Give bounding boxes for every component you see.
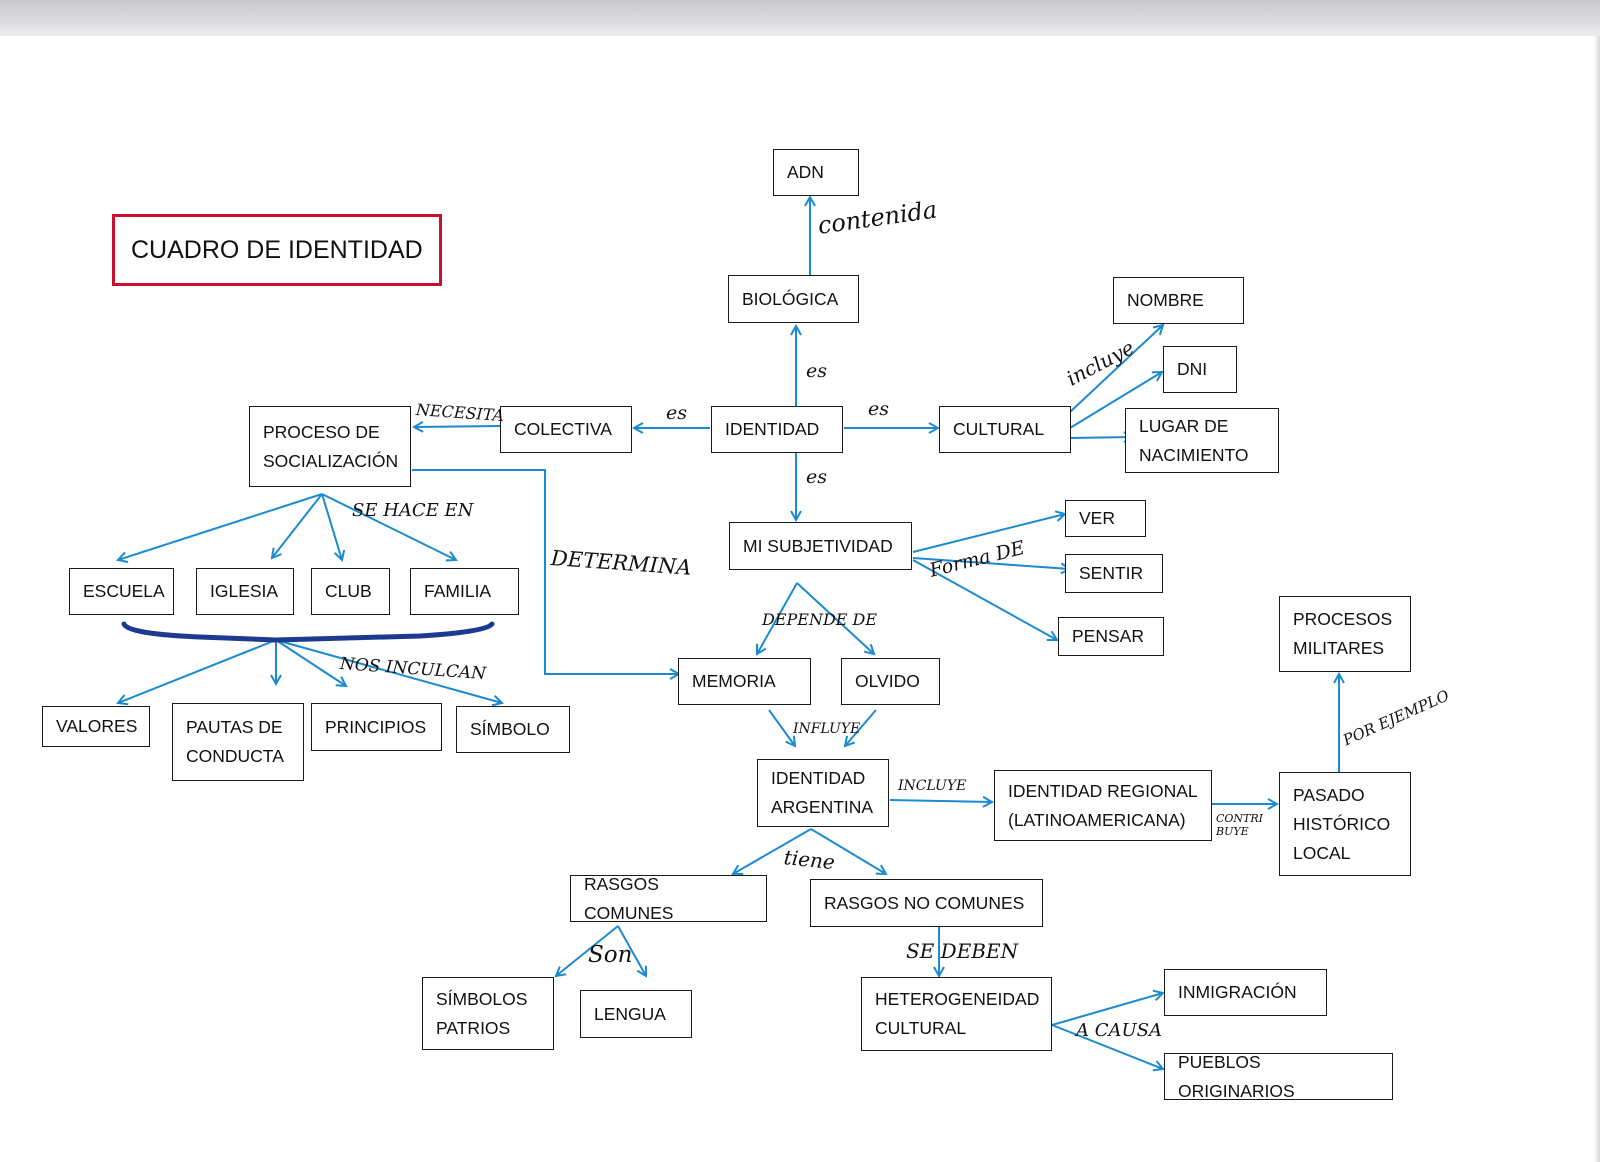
label-es-right: es — [868, 398, 889, 420]
arrow-colectiva-proceso — [414, 426, 501, 427]
label-es-up: es — [806, 360, 827, 382]
node-lengua: LENGUA — [580, 990, 692, 1038]
node-identidad: IDENTIDAD — [711, 406, 843, 453]
arrow-argentina-comunes — [733, 828, 812, 874]
node-pasado-historico-local: PASADO HISTÓRICO LOCAL — [1279, 772, 1411, 876]
node-rasgos-no-comunes: RASGOS NO COMUNES — [810, 879, 1043, 927]
node-inmigracion: INMIGRACIÓN — [1164, 969, 1327, 1016]
scan-right-edge — [1594, 36, 1600, 1162]
arrow-proceso-escuela — [118, 493, 323, 560]
arrow-proceso-club — [321, 493, 342, 560]
node-pautas-conducta: PAUTAS DE CONDUCTA — [172, 703, 304, 781]
label-depende-de: DEPENDE DE — [762, 610, 878, 629]
node-sentir: SENTIR — [1065, 554, 1163, 593]
node-memoria: MEMORIA — [678, 658, 811, 705]
node-mi-subjetividad: MI SUBJETIVIDAD — [729, 522, 912, 570]
label-a-causa: A CAUSA — [1076, 1020, 1162, 1041]
arrow-comunes-lengua — [617, 925, 646, 976]
node-olvido: OLVIDO — [841, 658, 940, 705]
node-dni: DNI — [1163, 346, 1237, 393]
node-biologica: BIOLÓGICA — [728, 275, 859, 323]
node-procesos-militares: PROCESOS MILITARES — [1279, 596, 1411, 672]
arrow-inculcan-principios — [275, 639, 346, 686]
label-es-left: es — [666, 402, 687, 424]
label-es-down: es — [806, 466, 827, 488]
node-iglesia: IGLESIA — [196, 568, 294, 615]
label-son: Son — [588, 942, 633, 968]
node-heterogeneidad-cultural: HETEROGENEIDAD CULTURAL — [861, 977, 1052, 1051]
arrow-subjetividad-pensar — [912, 559, 1057, 640]
node-identidad-argentina: IDENTIDAD ARGENTINA — [757, 759, 889, 827]
diagram-title: CUADRO DE IDENTIDAD — [112, 214, 442, 286]
arrow-proceso-memoria — [412, 469, 679, 674]
node-principios: PRINCIPIOS — [311, 703, 442, 751]
arrow-cultural-lugar — [1069, 437, 1133, 438]
node-pensar: PENSAR — [1058, 617, 1164, 656]
arrow-subjetividad-sentir — [912, 557, 1070, 569]
arrow-argentina-regional — [889, 800, 992, 802]
arrow-cultural-dni — [1069, 372, 1162, 429]
label-incluye-2: INCLUYE — [898, 778, 967, 794]
node-rasgos-comunes: RASGOS COMUNES — [570, 874, 767, 923]
node-colectiva: COLECTIVA — [500, 406, 632, 453]
arrow-proceso-iglesia — [272, 493, 323, 558]
scan-top-shadow — [0, 0, 1600, 36]
label-contribuye: CONTRI BUYE — [1216, 812, 1264, 838]
arrow-subjetividad-olvido — [796, 582, 874, 654]
arrow-comunes-simbolos — [556, 925, 619, 976]
arrow-inculcan-simbolo — [275, 639, 502, 703]
node-pueblos-originarios: PUEBLOS ORIGINARIOS — [1164, 1052, 1393, 1101]
node-valores: VALORES — [42, 706, 150, 747]
label-influye: INFLUYE — [793, 721, 861, 737]
node-nombre: NOMBRE — [1113, 277, 1244, 324]
arrow-inculcan-valores — [118, 639, 277, 703]
node-cultural: CULTURAL — [939, 406, 1071, 453]
arrow-memoria-argentina — [768, 709, 795, 746]
arrow-subjetividad-memoria — [757, 582, 798, 654]
arrow-heterogeneidad-pueblos — [1051, 1024, 1163, 1069]
node-ver: VER — [1065, 500, 1146, 537]
label-se-deben: SE DEBEN — [906, 939, 1019, 963]
arrow-cultural-nombre — [1069, 325, 1163, 413]
node-simbolo: SÍMBOLO — [456, 706, 570, 753]
node-lugar-nacimiento: LUGAR DE NACIMIENTO — [1125, 408, 1279, 473]
arrow-argentina-nocomunes — [810, 828, 886, 874]
node-familia: FAMILIA — [410, 568, 519, 615]
node-identidad-regional: IDENTIDAD REGIONAL (LATINOAMERICANA) — [994, 770, 1212, 841]
arrow-heterogeneidad-inmigracion — [1051, 993, 1163, 1026]
arrow-subjetividad-ver — [912, 514, 1065, 553]
grouping-brace — [121, 621, 495, 643]
label-tiene: tiene — [782, 845, 836, 875]
arrow-proceso-familia — [321, 493, 456, 560]
node-adn: ADN — [773, 149, 859, 196]
node-proceso-socializacion: PROCESO DE SOCIALIZACIÓN — [249, 406, 411, 487]
node-escuela: ESCUELA — [69, 568, 174, 615]
arrow-olvido-argentina — [845, 709, 877, 746]
label-se-hace-en: SE HACE EN — [352, 500, 474, 521]
node-simbolos-patrios: SÍMBOLOS PATRIOS — [422, 977, 554, 1050]
node-club: CLUB — [311, 568, 390, 615]
